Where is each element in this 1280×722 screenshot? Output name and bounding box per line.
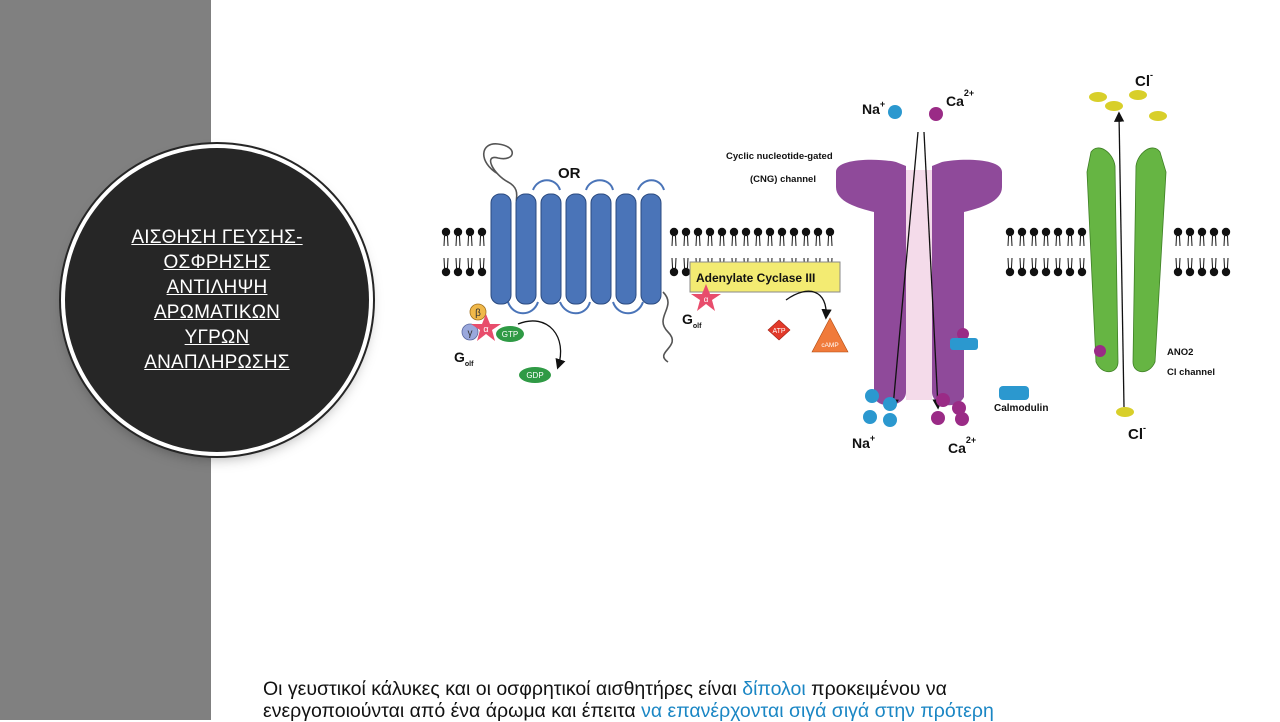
alpha-star bbox=[471, 314, 501, 341]
title-line-1: ΑΙΣΘΗΣΗ ΓΕΥΣΗΣ- bbox=[131, 227, 303, 248]
adenylate-cyclase: Adenylate Cyclase III α Golf ATP cAMP bbox=[682, 261, 849, 353]
gdp-label: GDP bbox=[526, 371, 543, 380]
cng-channel: Cyclic nucleotide-gated (CNG) channel bbox=[726, 131, 1002, 410]
slide-title: ΑΙΣΘΗΣΗ ΓΕΥΣΗΣ- ΟΣΦΡΗΣΗΣ ΑΝΤΙΛΗΨΗ ΑΡΩΜΑΤ… bbox=[122, 225, 312, 375]
ano2-label-1: ANO2 bbox=[1167, 347, 1193, 358]
caption-line-2: ενεργοποιούνται από ένα άρωμα και έπειτα… bbox=[263, 700, 994, 722]
na-bottom-label: Na+ bbox=[852, 433, 875, 451]
na-top-label: Na+ bbox=[862, 99, 885, 117]
odorant-receptor bbox=[482, 143, 674, 363]
gtp-ellipse bbox=[496, 326, 524, 342]
alpha-label-2: α bbox=[704, 295, 709, 304]
cng-label-2: (CNG) channel bbox=[750, 174, 816, 185]
title-line-3: ΑΝΤΙΛΗΨΗ bbox=[166, 277, 268, 298]
beta-subunit bbox=[469, 303, 487, 321]
gtp-label: GTP bbox=[502, 330, 518, 339]
atp-diamond bbox=[767, 319, 791, 341]
camp-label: cAMP bbox=[821, 342, 838, 349]
camp-triangle bbox=[811, 317, 849, 353]
alpha-star-2 bbox=[691, 284, 721, 311]
golf-label-1: Golf bbox=[454, 349, 474, 368]
cng-label-1: Cyclic nucleotide-gated bbox=[726, 151, 833, 162]
cl-bottom-label: Cl- bbox=[1128, 423, 1146, 443]
adenylate-label: Adenylate Cyclase III bbox=[696, 271, 815, 285]
cl-top-label: Cl- bbox=[1135, 70, 1153, 90]
title-line-4: ΑΡΩΜΑΤΙΚΩΝ bbox=[153, 302, 281, 323]
calmodulin: Calmodulin bbox=[994, 386, 1048, 414]
caption-line-1: Οι γευστικοί κάλυκες και οι οσφρητικοί α… bbox=[263, 678, 947, 700]
calmodulin-label: Calmodulin bbox=[994, 403, 1048, 414]
beta-label: β bbox=[475, 308, 481, 319]
gdp-ellipse bbox=[519, 367, 551, 383]
ano2-label-2: Cl channel bbox=[1167, 367, 1215, 378]
title-circle: ΑΙΣΘΗΣΗ ΓΕΥΣΗΣ- ΟΣΦΡΗΣΗΣ ΑΝΤΙΛΗΨΗ ΑΡΩΜΑΤ… bbox=[65, 148, 369, 452]
atp-label: ATP bbox=[772, 328, 785, 335]
ions-top: Na+ Ca2+ bbox=[862, 88, 974, 121]
cl-ions: Cl- Cl- bbox=[1089, 70, 1167, 443]
title-line-6: ΑΝΑΠΛΗΡΩΣΗΣ bbox=[144, 352, 290, 373]
title-line-2: ΟΣΦΡΗΣΗΣ bbox=[163, 252, 271, 273]
slide-caption: Οι γευστικοί κάλυκες και οι οσφρητικοί α… bbox=[263, 678, 1243, 722]
alpha-label: α bbox=[483, 324, 488, 334]
ca-bottom-label: Ca2+ bbox=[948, 435, 976, 454]
olfactory-transduction-diagram: OR β γ α GTP GDP Golf Adenylate Cyclase … bbox=[441, 70, 1231, 454]
golf-label-2: Golf bbox=[682, 311, 702, 330]
ca-top-label: Ca2+ bbox=[946, 88, 974, 109]
title-line-5: ΥΓΡΩΝ bbox=[184, 327, 250, 348]
or-label: OR bbox=[558, 165, 581, 182]
ions-bottom: Na+ Ca2+ bbox=[852, 389, 976, 454]
gamma-subunit bbox=[461, 323, 479, 341]
ano2-channel: ANO2 Cl channel bbox=[1086, 111, 1215, 408]
g-protein-complex: β γ α GTP GDP Golf bbox=[454, 303, 566, 383]
gamma-label: γ bbox=[468, 328, 473, 339]
